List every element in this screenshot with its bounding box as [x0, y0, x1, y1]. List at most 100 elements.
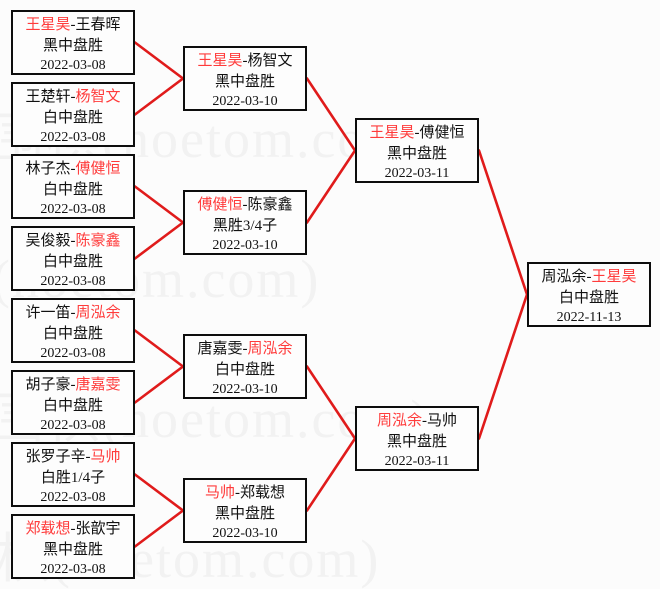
- match-date: 2022-03-08: [40, 202, 106, 217]
- match-result: 白中盘胜: [42, 182, 103, 198]
- match-date: 2022-03-08: [40, 490, 106, 505]
- player-separator: -: [70, 233, 76, 249]
- match-date: 2022-03-11: [384, 166, 450, 181]
- player-right: 傅健恒: [75, 161, 121, 177]
- connector-line: [133, 329, 185, 368]
- player-right: 张歆宇: [75, 521, 121, 537]
- match-result: 黑中盘胜: [214, 506, 275, 522]
- match-result: 黑中盘胜: [214, 74, 275, 90]
- match-box[interactable]: 王楚轩-杨智文白中盘胜 2022-03-08: [11, 82, 135, 147]
- player-right: 王春晖: [75, 17, 121, 33]
- match-result: 黑胜3/4子: [212, 218, 278, 234]
- match-players: 胡子豪-唐嘉雯: [13, 375, 133, 396]
- match-date: 2022-03-08: [40, 562, 106, 577]
- match-date: 2022-03-10: [212, 238, 278, 253]
- connector-line: [133, 77, 185, 116]
- match-players: 傅健恒-陈豪鑫: [185, 195, 305, 216]
- match-box[interactable]: 马帅-郑载想黑中盘胜 2022-03-10: [183, 478, 307, 543]
- player-separator: -: [235, 485, 240, 501]
- match-box[interactable]: 王星昊-傅健恒黑中盘胜 2022-03-11: [355, 118, 479, 183]
- match-date: 2022-03-10: [212, 526, 278, 541]
- player-left: 王楚轩: [25, 89, 71, 105]
- player-separator: -: [70, 377, 76, 393]
- connector-line: [477, 293, 529, 440]
- player-separator: -: [242, 53, 248, 69]
- match-result: 白中盘胜: [214, 362, 275, 378]
- match-players: 郑载想-张歆宇: [13, 519, 133, 540]
- match-players: 林子杰-傅健恒: [13, 159, 133, 180]
- player-right: 傅健恒: [419, 125, 465, 141]
- connector-line: [305, 77, 357, 152]
- match-result: 黑中盘胜: [42, 38, 103, 54]
- connector-line: [133, 473, 185, 512]
- match-date: 2022-11-13: [556, 310, 622, 325]
- connector-line: [133, 185, 185, 224]
- match-players: 马帅-郑载想: [185, 483, 305, 504]
- match-result: 黑中盘胜: [386, 434, 447, 450]
- match-result: 黑中盘胜: [42, 542, 103, 558]
- player-left: 林子杰: [25, 161, 71, 177]
- player-separator: -: [242, 341, 248, 357]
- match-box[interactable]: 周泓余-王星昊白中盘胜 2022-11-13: [527, 262, 651, 327]
- match-box[interactable]: 许一笛-周泓余白中盘胜 2022-03-08: [11, 298, 135, 363]
- match-date: 2022-03-08: [40, 346, 106, 361]
- connector-line: [133, 365, 185, 404]
- match-result: 黑中盘胜: [386, 146, 447, 162]
- connector-line: [305, 365, 357, 440]
- match-players: 王楚轩-杨智文: [13, 87, 133, 108]
- match-players: 王星昊-傅健恒: [357, 123, 477, 144]
- player-left: 郑载想: [25, 521, 71, 537]
- player-right: 郑载想: [240, 485, 286, 501]
- match-result: 白中盘胜: [42, 254, 103, 270]
- match-date: 2022-03-08: [40, 274, 106, 289]
- player-right: 唐嘉雯: [75, 377, 121, 393]
- match-date: 2022-03-08: [40, 418, 106, 433]
- player-separator: -: [586, 269, 592, 285]
- match-players: 王星昊-杨智文: [185, 51, 305, 72]
- match-players: 吴俊毅-陈豪鑫: [13, 231, 133, 252]
- player-right: 王星昊: [591, 269, 637, 285]
- player-right: 陈豪鑫: [75, 233, 121, 249]
- match-box[interactable]: 王星昊-杨智文黑中盘胜 2022-03-10: [183, 46, 307, 111]
- player-right: 杨智文: [247, 53, 293, 69]
- match-date: 2022-03-08: [40, 130, 106, 145]
- match-result: 白中盘胜: [42, 398, 103, 414]
- connector-line: [305, 437, 357, 512]
- connector-line: [477, 149, 529, 296]
- match-result: 白中盘胜: [42, 110, 103, 126]
- player-right: 周泓余: [75, 305, 121, 321]
- player-left: 王星昊: [369, 125, 415, 141]
- player-right: 杨智文: [75, 89, 121, 105]
- player-separator: -: [414, 125, 420, 141]
- match-players: 许一笛-周泓余: [13, 303, 133, 324]
- match-box[interactable]: 吴俊毅-陈豪鑫白中盘胜 2022-03-08: [11, 226, 135, 291]
- player-separator: -: [70, 89, 76, 105]
- player-separator: -: [70, 305, 76, 321]
- match-date: 2022-03-08: [40, 58, 106, 73]
- match-box[interactable]: 林子杰-傅健恒白中盘胜 2022-03-08: [11, 154, 135, 219]
- match-box[interactable]: 胡子豪-唐嘉雯白中盘胜 2022-03-08: [11, 370, 135, 435]
- match-date: 2022-03-10: [212, 94, 278, 109]
- match-result: 白中盘胜: [42, 326, 103, 342]
- match-players: 唐嘉雯-周泓余: [185, 339, 305, 360]
- player-left: 吴俊毅: [25, 233, 71, 249]
- match-result: 白中盘胜: [558, 290, 619, 306]
- player-left: 许一笛: [25, 305, 71, 321]
- match-players: 周泓余-马帅: [357, 411, 477, 432]
- match-box[interactable]: 郑载想-张歆宇黑中盘胜 2022-03-08: [11, 514, 135, 579]
- connector-line: [133, 509, 185, 548]
- player-separator: -: [70, 17, 76, 33]
- match-box[interactable]: 傅健恒-陈豪鑫黑胜3/4子 2022-03-10: [183, 190, 307, 255]
- player-left: 周泓余: [376, 413, 422, 429]
- player-left: 周泓余: [541, 269, 587, 285]
- player-right: 马帅: [90, 449, 121, 465]
- player-separator: -: [422, 413, 427, 429]
- player-left: 张罗子辛: [25, 449, 86, 465]
- player-separator: -: [70, 521, 76, 537]
- connector-line: [133, 221, 185, 260]
